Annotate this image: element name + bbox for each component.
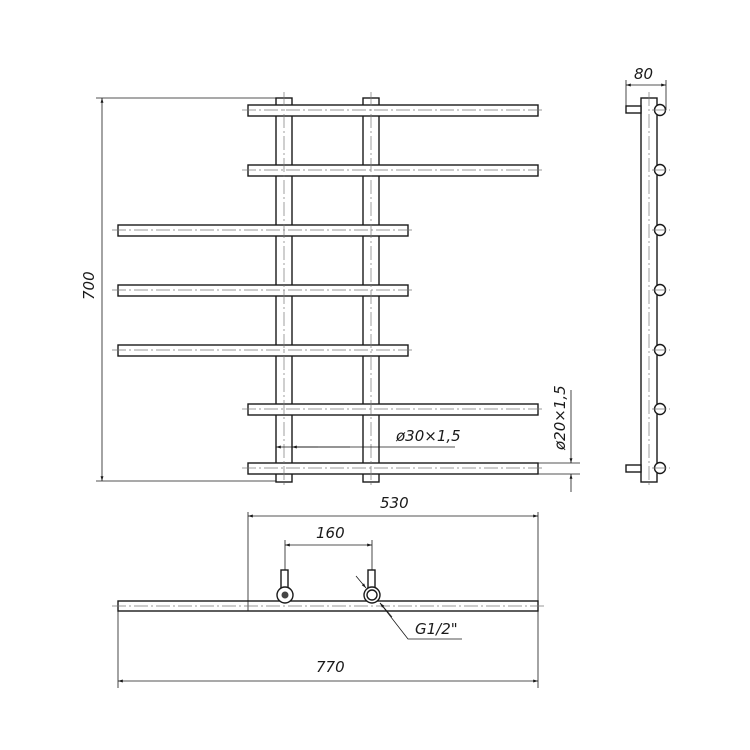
dim-530: 530: [380, 494, 409, 512]
horizontal-bar: [117, 344, 409, 357]
dim-thread: G1/2": [415, 620, 458, 638]
dim-160: 160: [316, 524, 345, 542]
dim-80: 80: [634, 65, 653, 83]
dimension-height: 700: [80, 97, 276, 482]
horizontal-bar: [247, 164, 539, 177]
top-view: 530 160 770 G1/2": [112, 494, 544, 688]
dim-700: 700: [80, 271, 98, 300]
horizontal-bar: [117, 224, 409, 237]
dim-horizontal-pipe: ø20×1,5: [551, 385, 569, 451]
dimension-vertical-pipe: ø30×1,5: [276, 427, 461, 449]
horizontal-bar: [117, 284, 409, 297]
horizontal-bar: [247, 403, 539, 416]
dim-vertical-pipe: ø30×1,5: [395, 427, 461, 445]
dim-770: 770: [316, 658, 345, 676]
horizontal-bar: [247, 462, 539, 475]
side-view: 80: [625, 65, 670, 488]
dimension-horizontal-pipe: ø20×1,5: [538, 385, 580, 492]
horizontal-bar: [247, 104, 539, 117]
front-view: [112, 92, 544, 488]
